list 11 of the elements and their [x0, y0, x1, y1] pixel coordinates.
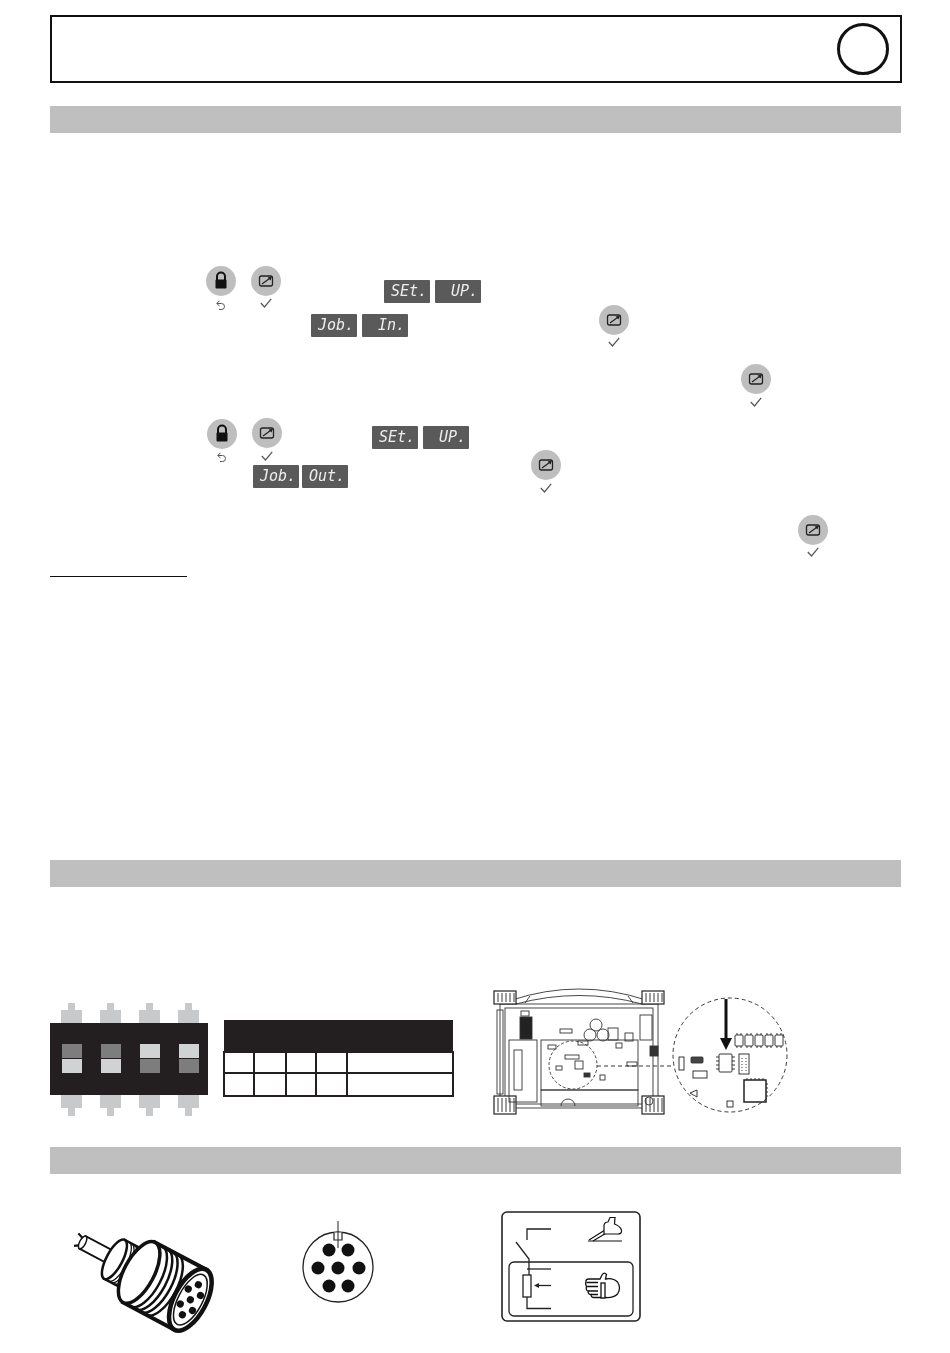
display-readout: In.: [362, 314, 408, 337]
section-band: [50, 106, 901, 133]
display-readout: SEt.: [372, 426, 418, 449]
section-band: [50, 860, 901, 887]
display-readout: Job.: [311, 314, 357, 337]
display-readout: SEt.: [384, 280, 430, 303]
display-readout: Job.: [253, 465, 299, 488]
display-readout: UP.: [423, 426, 469, 449]
display-readout: Out.: [302, 465, 348, 488]
section-band: [50, 1147, 901, 1174]
display-readout: UP.: [435, 280, 481, 303]
